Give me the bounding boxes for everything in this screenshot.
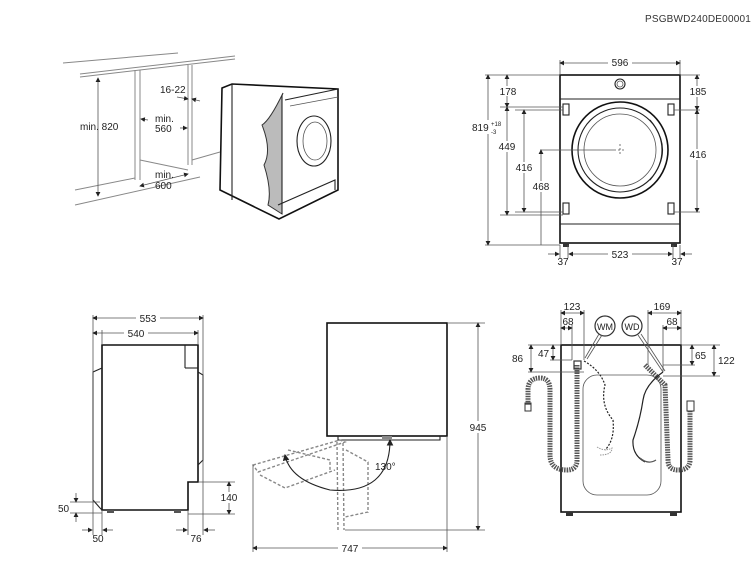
dim-169: 169: [654, 302, 671, 313]
dim-86: 86: [512, 354, 524, 365]
dim-37-left: 37: [557, 257, 569, 268]
label-min-600-line1: min.: [155, 170, 174, 181]
dim-416-right: 416: [690, 150, 707, 161]
front-view: 596 819 +18 -3 178 449 416 468 185 416: [470, 57, 708, 268]
dim-68-left: 68: [562, 317, 574, 328]
dim-122: 122: [718, 356, 735, 367]
label-min-560-line1: min.: [155, 114, 174, 125]
dim-468: 468: [533, 182, 550, 193]
dim-747: 747: [342, 544, 359, 555]
dim-416-left: 416: [516, 163, 533, 174]
dim-50-depth: 50: [92, 534, 104, 545]
dim-123: 123: [564, 302, 581, 313]
dim-width-596: 596: [612, 58, 629, 69]
dim-140: 140: [221, 493, 238, 504]
dim-76: 76: [190, 534, 202, 545]
dim-total-height-tol-upper: +18: [491, 122, 502, 128]
rear-view: WM WD 123 68 169 68 86: [512, 302, 735, 516]
dim-945: 945: [470, 423, 487, 434]
dim-540: 540: [128, 329, 145, 340]
dim-47: 47: [538, 349, 550, 360]
dim-185: 185: [690, 87, 707, 98]
label-door-angle: 130°: [375, 462, 396, 473]
dim-68-right: 68: [666, 317, 678, 328]
label-wm: WM: [597, 322, 613, 332]
installation-view: min. 820 16-22 min. 560 min. 600: [62, 52, 339, 220]
label-panel-thickness: 16-22: [160, 85, 186, 96]
drawing-code: PSGBWD240DE00001: [644, 14, 751, 25]
dim-178: 178: [500, 87, 517, 98]
dim-37-right: 37: [671, 257, 683, 268]
dim-total-height-tol-lower: -3: [491, 130, 497, 136]
label-wd: WD: [625, 322, 640, 332]
side-view: 553 540 140 50 50 76: [58, 312, 240, 545]
top-view: 130° 945 747: [251, 322, 489, 555]
dim-449: 449: [499, 142, 516, 153]
dim-553: 553: [140, 314, 157, 325]
dim-total-height: 819: [472, 123, 489, 134]
dim-523: 523: [612, 250, 629, 261]
label-min-600-line2: 600: [155, 181, 172, 192]
dim-50-height: 50: [58, 504, 70, 515]
label-min-820: min. 820: [80, 122, 119, 133]
dim-65: 65: [695, 351, 707, 362]
label-min-560-line2: 560: [155, 124, 172, 135]
